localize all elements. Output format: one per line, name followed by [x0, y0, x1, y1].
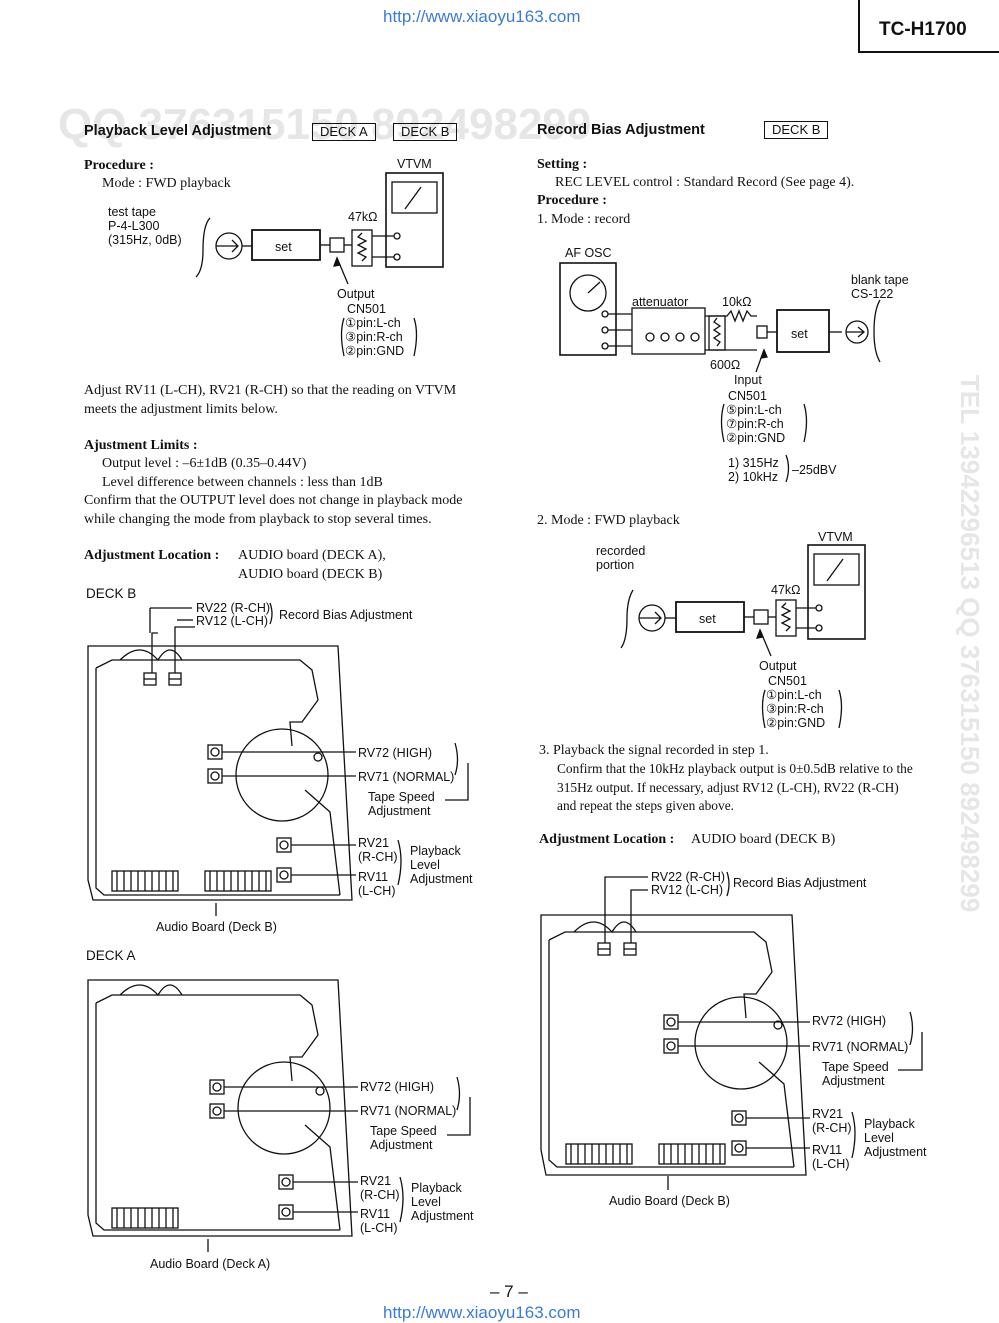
step2-text: 2. Mode : FWD playback — [537, 513, 680, 528]
page-number: – 7 – — [490, 1282, 528, 1301]
playback-title: Playback Level Adjustment — [84, 123, 272, 139]
deck-a-label: DECK A — [86, 948, 136, 963]
source-url-top[interactable]: http://www.xiaoyu163.com — [383, 7, 581, 26]
rv71-label: RV71 (NORMAL) — [358, 770, 455, 784]
rv11-label: RV11(L-CH) — [358, 870, 396, 898]
cn-label: CN501 — [347, 302, 386, 316]
record-deck-b-tag: DECK B — [764, 121, 829, 139]
af-osc-label: AF OSC — [565, 246, 612, 260]
rv72-label-r: RV72 (HIGH) — [812, 1014, 887, 1028]
rv12-label-r: RV12 (L-CH) — [651, 883, 724, 897]
adjust-paragraph: Adjust RV11 (L-CH), RV21 (R-CH) so that … — [84, 383, 457, 417]
setting-heading: Setting : — [537, 157, 588, 172]
deck-b-label: DECK B — [86, 586, 137, 601]
deck-a-tag: DECK A — [312, 123, 376, 141]
setting-text: REC LEVEL control : Standard Record (See… — [555, 175, 855, 190]
confirm-paragraph: Confirm that the OUTPUT level does not c… — [84, 493, 463, 527]
header-divider — [858, 0, 860, 52]
model-title: TC-H1700 — [879, 19, 967, 40]
record-bias-title: Record Bias Adjustment — [537, 122, 705, 138]
step3-detail: Confirm that the 10kHz playback output i… — [557, 761, 913, 813]
output-label-2: Output — [759, 659, 797, 673]
rv72-label-a: RV72 (HIGH) — [360, 1080, 435, 1094]
rv71-label-a: RV71 (NORMAL) — [360, 1104, 457, 1118]
level-label: –25dBV — [792, 463, 837, 477]
mode-text: Mode : FWD playback — [102, 176, 231, 191]
vtvm-label-2: VTVM — [818, 530, 853, 544]
header-rule — [858, 51, 999, 53]
attenuator-label: attenuator — [632, 295, 689, 309]
deck-b-tag: DECK B — [393, 123, 458, 141]
vtvm-label: VTVM — [397, 157, 432, 171]
record-bias-label-r: Record Bias Adjustment — [733, 876, 867, 890]
step3-text: 3. Playback the signal recorded in step … — [539, 743, 769, 758]
location-lines: AUDIO board (DECK A),AUDIO board (DECK B… — [238, 548, 386, 582]
rv12-label: RV12 (L-CH) — [196, 614, 269, 628]
caption-deck-b: Audio Board (Deck B) — [156, 920, 277, 934]
step1-text: 1. Mode : record — [537, 212, 631, 227]
rv72-label: RV72 (HIGH) — [358, 746, 433, 760]
procedure-heading: Procedure : — [84, 158, 154, 173]
record-bias-label: Record Bias Adjustment — [279, 608, 413, 622]
resistor-label-2: 47kΩ — [771, 583, 801, 597]
record-cn-label: CN501 — [728, 389, 767, 403]
record-location-heading: Adjustment Location : — [539, 832, 675, 847]
set-label-2: set — [699, 612, 716, 626]
r600-label: 600Ω — [710, 358, 741, 372]
rv22-label-r: RV22 (R-CH) — [651, 870, 726, 884]
record-location-text: AUDIO board (DECK B) — [691, 832, 836, 847]
record-set-label: set — [791, 327, 808, 341]
source-url-bottom[interactable]: http://www.xiaoyu163.com — [383, 1303, 581, 1322]
rv11-label-a: RV11(L-CH) — [360, 1207, 398, 1235]
caption-deck-b-r: Audio Board (Deck B) — [609, 1194, 730, 1208]
rv21-label: RV21(R-CH) — [358, 836, 398, 864]
limits-heading: Ajustment Limits : — [84, 438, 198, 453]
cn-label-2: CN501 — [768, 674, 807, 688]
r10k-label: 10kΩ — [722, 295, 752, 309]
rv22-label: RV22 (R-CH) — [196, 601, 271, 615]
set-label: set — [275, 240, 292, 254]
resistor-label: 47kΩ — [348, 210, 378, 224]
rv21-label-r: RV21(R-CH) — [812, 1107, 852, 1135]
record-procedure-heading: Procedure : — [537, 193, 607, 208]
rv11-label-r: RV11(L-CH) — [812, 1143, 850, 1171]
output-label: Output — [337, 287, 375, 301]
caption-deck-a: Audio Board (Deck A) — [150, 1257, 271, 1271]
rv71-label-r: RV71 (NORMAL) — [812, 1040, 909, 1054]
limits-list: Output level : –6±1dB (0.35–0.44V)Level … — [102, 456, 383, 490]
location-heading: Adjustment Location : — [84, 548, 220, 563]
rv21-label-a: RV21(R-CH) — [360, 1174, 400, 1202]
input-label: Input — [734, 373, 762, 387]
